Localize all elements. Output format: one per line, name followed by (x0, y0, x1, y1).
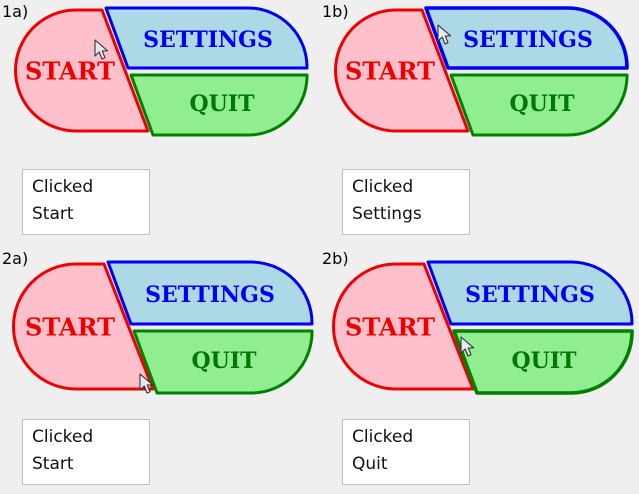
quit-button-1a[interactable] (129, 73, 309, 137)
settings-button-label-1b: SETTINGS (463, 27, 593, 53)
panel-1b: 1b) START SETTINGS QUIT Clicked Settings (320, 0, 639, 247)
settings-button-1b[interactable] (424, 6, 629, 70)
quit-button-2b[interactable] (452, 329, 634, 395)
panel-label-1b: 1b) (322, 2, 349, 21)
settings-button-2a[interactable] (106, 260, 314, 326)
settings-button-label-2b: SETTINGS (465, 282, 595, 308)
start-button-label-2b: START (345, 313, 435, 342)
start-button-2a[interactable] (12, 262, 155, 391)
panel-2b: 2b) START SETTINGS QUIT Clicked Quit (320, 247, 639, 494)
menu-widget-2b: START SETTINGS QUIT (332, 260, 634, 395)
quit-button-label-2b: QUIT (511, 348, 577, 374)
start-button-label-1b: START (345, 57, 435, 86)
status-box-1a: Clicked Start (22, 169, 150, 235)
panel-2a: 2a) START SETTINGS QUIT Clicked Start (0, 247, 319, 494)
status-box-1b: Clicked Settings (342, 169, 470, 235)
quit-button-1b[interactable] (449, 73, 629, 137)
settings-button-1a[interactable] (104, 6, 309, 70)
status-box-2b: Clicked Quit (342, 419, 470, 485)
start-button-label-1a: START (25, 57, 115, 86)
panel-label-1a: 1a) (2, 2, 29, 21)
quit-button-label-1a: QUIT (189, 91, 255, 117)
quit-button-2a[interactable] (132, 329, 314, 395)
status-box-2a: Clicked Start (22, 419, 150, 485)
menu-widget-2a: START SETTINGS QUIT (12, 260, 314, 395)
start-button-1b[interactable] (334, 8, 470, 133)
start-button-label-2a: START (25, 313, 115, 342)
settings-button-label-2a: SETTINGS (145, 282, 275, 308)
quit-button-label-1b: QUIT (509, 91, 575, 117)
menu-widget-1a: START SETTINGS QUIT (14, 6, 309, 137)
start-button-1a[interactable] (14, 8, 150, 133)
menu-widget-1b: START SETTINGS QUIT (334, 6, 629, 137)
panel-label-2a: 2a) (2, 249, 29, 268)
quit-button-label-2a: QUIT (191, 348, 257, 374)
panel-1a: 1a) START SETTINGS QUIT Clicked Start (0, 0, 319, 247)
settings-button-2b[interactable] (426, 260, 634, 326)
start-button-2b[interactable] (332, 262, 475, 391)
panel-label-2b: 2b) (322, 249, 349, 268)
settings-button-label-1a: SETTINGS (143, 27, 273, 53)
